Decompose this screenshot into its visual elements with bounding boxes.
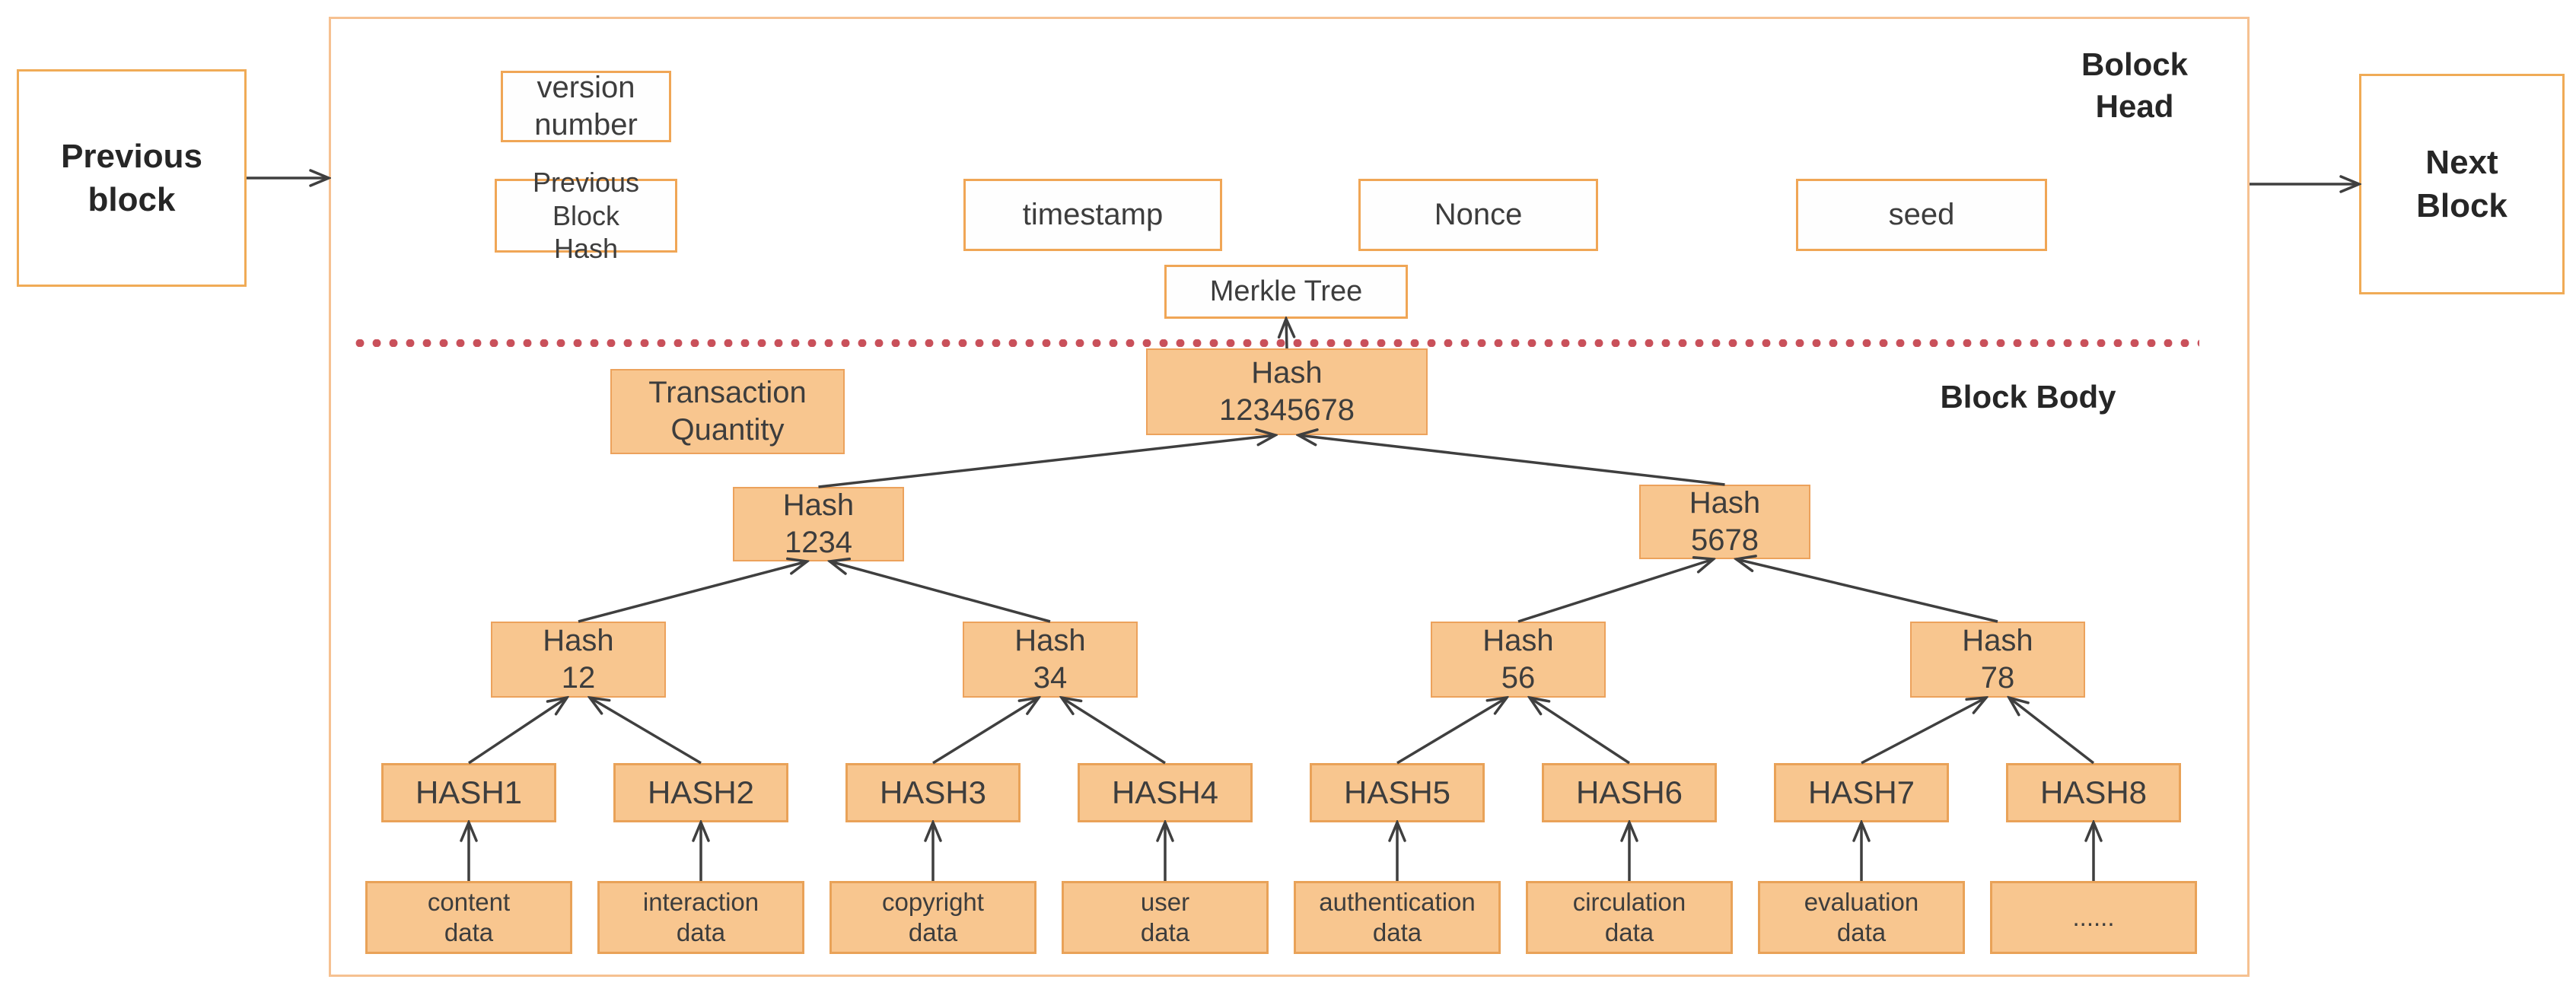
node-hash1: HASH1: [381, 763, 556, 822]
node-hash12: Hash 12: [491, 622, 666, 698]
node-hash78: Hash 78: [1910, 622, 2085, 698]
node-hash3: HASH3: [845, 763, 1021, 822]
node-data4: user data: [1062, 881, 1269, 954]
head-body-divider: [352, 339, 2199, 347]
node-hash6: HASH6: [1542, 763, 1717, 822]
block-head-section-label: Bolock Head: [2081, 46, 2189, 124]
node-hash12345678: Hash 12345678: [1146, 348, 1428, 435]
transaction-quantity-box: Transaction Quantity: [610, 369, 845, 454]
node-hash5: HASH5: [1310, 763, 1485, 822]
next-block-label: Next Block: [2416, 143, 2508, 224]
node-hash8: HASH8: [2006, 763, 2181, 822]
node-data8: ......: [1990, 881, 2197, 954]
head-timestamp-box: timestamp: [963, 179, 1222, 251]
node-hash2: HASH2: [613, 763, 788, 822]
previous-block-box: Previous block: [17, 69, 247, 287]
node-hash5678: Hash 5678: [1639, 485, 1810, 559]
node-data3: copyright data: [829, 881, 1036, 954]
node-data1: content data: [365, 881, 572, 954]
node-data7: evaluation data: [1758, 881, 1965, 954]
node-hash1234: Hash 1234: [733, 487, 904, 561]
block-container: [329, 17, 2250, 977]
head-merkle-tree-box: Merkle Tree: [1164, 265, 1408, 319]
head-seed-box: seed: [1796, 179, 2047, 251]
node-hash34: Hash 34: [963, 622, 1138, 698]
head-previous-block-hash-box: Previous Block Hash: [495, 167, 677, 264]
node-hash7: HASH7: [1774, 763, 1949, 822]
node-data2: interaction data: [597, 881, 804, 954]
node-data6: circulation data: [1526, 881, 1733, 954]
block-body-section-label: Block Body: [1940, 379, 2116, 415]
node-data5: authentication data: [1294, 881, 1501, 954]
node-hash4: HASH4: [1078, 763, 1253, 822]
head-nonce-box: Nonce: [1358, 179, 1598, 251]
previous-block-label: Previous block: [61, 137, 202, 218]
next-block-box: Next Block: [2359, 74, 2565, 294]
head-version-number-box: version number: [501, 71, 671, 142]
node-hash56: Hash 56: [1431, 622, 1606, 698]
